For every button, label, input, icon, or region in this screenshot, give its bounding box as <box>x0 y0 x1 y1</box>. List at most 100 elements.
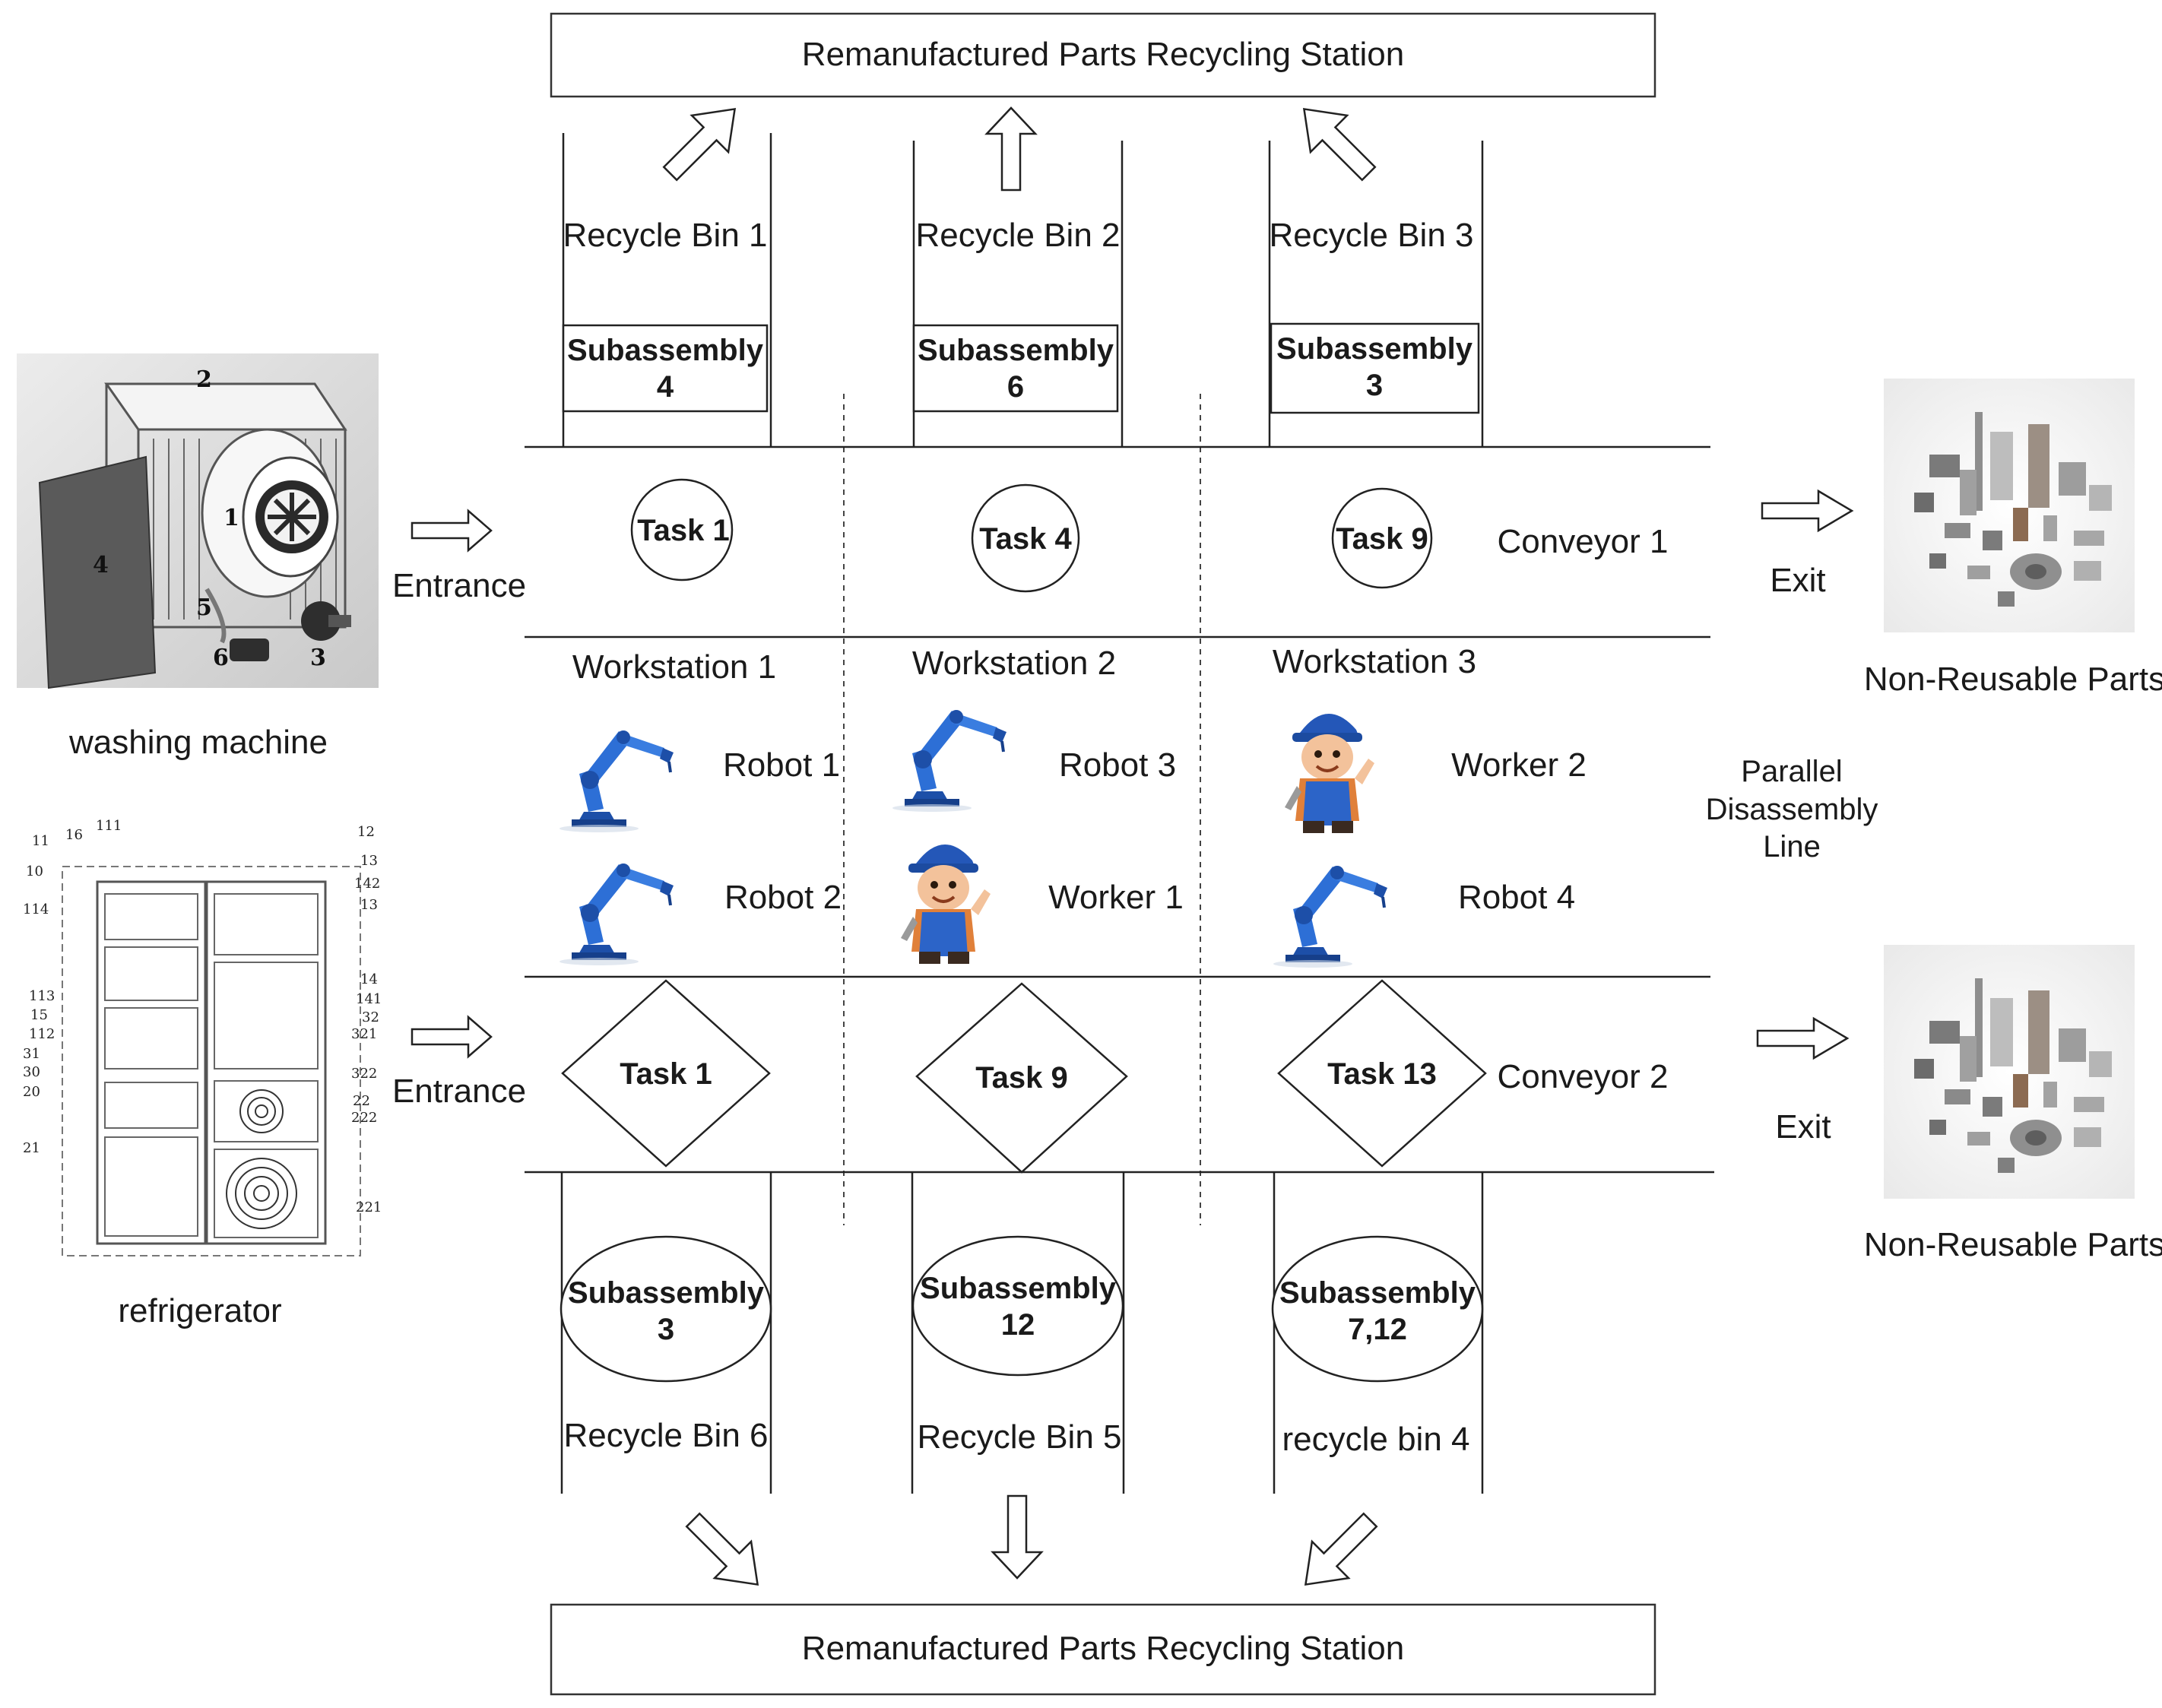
entrance-upper-label: Entrance <box>392 567 526 604</box>
top-bin-2: Recycle Bin 2 Subassembly 6 <box>912 217 1121 413</box>
conveyor-2-task-1: Task 1 <box>561 979 771 1168</box>
refrigerator-image: 111 16 11 10 114 113 15 112 31 30 20 21 … <box>12 818 385 1262</box>
top-recycling-station-label: Remanufactured Parts Recycling Station <box>802 36 1404 73</box>
workstation-1-title: Workstation 1 <box>572 648 776 686</box>
conveyor-2-task-13-label: Task 13 <box>1327 1057 1437 1091</box>
fridge-part-113: 113 <box>29 988 55 1004</box>
workstation-3-title: Workstation 3 <box>1273 643 1476 680</box>
non-reusable-lower-label: Non-Reusable Parts <box>1864 1226 2162 1263</box>
fridge-part-13b: 13 <box>360 897 378 913</box>
conveyor-2-task-13: Task 13 <box>1277 979 1487 1168</box>
parallel-line-label-2: Disassembly <box>1706 793 1878 826</box>
exit-lower-arrow <box>1756 1016 1850 1060</box>
bottom-bin-walls <box>560 1172 1484 1494</box>
fridge-part-322: 322 <box>351 1066 377 1082</box>
fridge-part-30: 30 <box>23 1064 40 1080</box>
robot-2-image <box>523 840 705 968</box>
washing-machine-label: washing machine <box>68 724 328 761</box>
conveyor-2-task-9: Task 9 <box>915 982 1128 1174</box>
robot-3-label: Robot 3 <box>1059 746 1176 784</box>
top-recycling-station-box <box>550 12 1656 98</box>
conveyor-1-rails <box>525 445 1710 639</box>
bin4-down-arrow <box>1304 1512 1378 1586</box>
worker-1-label: Worker 1 <box>1048 879 1184 916</box>
conveyor-1-label: Conveyor 1 <box>1497 523 1668 560</box>
wm-part-5: 5 <box>196 594 212 621</box>
recycle-bin-4-label: recycle bin 4 <box>1282 1421 1469 1458</box>
fridge-part-114: 114 <box>23 902 49 917</box>
non-reusable-parts-upper-image <box>1884 379 2135 632</box>
worker-2-image <box>1273 692 1382 839</box>
robot-3-image <box>856 686 1038 814</box>
bin2-up-arrow <box>984 106 1038 192</box>
top-bin-arrows <box>662 106 1377 192</box>
exit-upper-label: Exit <box>1770 562 1825 599</box>
fridge-part-13a: 13 <box>360 853 378 869</box>
recycle-bin-6-label: Recycle Bin 6 <box>563 1417 768 1454</box>
fridge-part-12: 12 <box>357 824 375 840</box>
bin3-up-arrow <box>1302 107 1377 182</box>
subassembly-4-number: 4 <box>657 370 674 404</box>
exit-upper-arrow <box>1761 489 1854 533</box>
conveyor-1-task-4-label: Task 4 <box>979 522 1072 556</box>
fridge-part-22: 22 <box>353 1093 370 1109</box>
fridge-part-221: 221 <box>356 1199 382 1215</box>
subassembly-4-box <box>562 324 769 413</box>
conveyor-2-task-1-label: Task 1 <box>620 1057 712 1091</box>
fridge-part-16: 16 <box>65 827 83 843</box>
robot-4-label: Robot 4 <box>1458 879 1575 916</box>
subassembly-6-box <box>912 324 1119 413</box>
bin1-up-arrow <box>662 107 737 182</box>
top-bin-3: Recycle Bin 3 Subassembly 3 <box>1269 217 1480 414</box>
subassembly-3-number: 3 <box>1366 369 1383 402</box>
bottom-bin-5: Subassembly 12 Recycle Bin 5 <box>911 1235 1124 1456</box>
fridge-part-141: 141 <box>356 991 382 1007</box>
robot-1-label: Robot 1 <box>723 746 840 784</box>
fridge-part-14: 14 <box>360 971 378 987</box>
bin6-down-arrow <box>685 1512 759 1586</box>
parallel-line-label-1: Parallel <box>1741 755 1842 788</box>
conveyor-1-task-4: Task 4 <box>971 483 1080 593</box>
subassembly-3-title: Subassembly <box>1276 332 1473 366</box>
parallel-line-label-3: Line <box>1763 830 1821 864</box>
conveyor-1-task-9-label: Task 9 <box>1336 522 1428 556</box>
fridge-part-142: 142 <box>354 876 380 892</box>
fridge-part-21: 21 <box>23 1140 40 1156</box>
worker-2-label: Worker 2 <box>1451 746 1587 784</box>
fridge-part-10: 10 <box>26 864 43 879</box>
worker-1-image <box>889 822 998 970</box>
entrance-upper-arrow <box>411 509 493 553</box>
bottom-bin-arrows <box>685 1494 1378 1586</box>
fridge-part-15: 15 <box>30 1007 48 1023</box>
conveyor-1-task-1: Task 1 <box>630 478 734 581</box>
robot-1-image <box>523 707 705 835</box>
bottom-subassembly-3-number: 3 <box>658 1313 674 1346</box>
wm-part-3: 3 <box>310 645 326 671</box>
washing-machine-image: 2 1 4 5 6 3 <box>17 353 379 689</box>
recycle-bin-3-label: Recycle Bin 3 <box>1269 217 1473 254</box>
conveyor-2-rails <box>525 975 1714 1174</box>
fridge-part-222: 222 <box>351 1110 377 1126</box>
bottom-bin-6: Subassembly 3 Recycle Bin 6 <box>560 1235 772 1454</box>
exit-lower-label: Exit <box>1775 1108 1831 1146</box>
bin5-down-arrow <box>991 1494 1044 1580</box>
subassembly-3-box <box>1270 322 1480 414</box>
recycle-bin-1-label: Recycle Bin 1 <box>563 217 767 254</box>
bottom-subassembly-12-number: 12 <box>1001 1308 1035 1342</box>
subassembly-6-title: Subassembly <box>918 334 1114 367</box>
robot-4-image <box>1237 842 1419 970</box>
fridge-part-11: 11 <box>32 833 49 849</box>
bottom-subassembly-7-12-number: 7,12 <box>1348 1313 1407 1346</box>
conveyor-1-task-9: Task 9 <box>1331 487 1433 589</box>
fridge-part-112: 112 <box>29 1026 55 1042</box>
entrance-lower-label: Entrance <box>392 1073 526 1110</box>
workstation-2-title: Workstation 2 <box>912 645 1116 682</box>
conveyor-2-task-9-label: Task 9 <box>975 1061 1068 1095</box>
bottom-recycling-station-box <box>550 1603 1656 1696</box>
recycle-bin-5-label: Recycle Bin 5 <box>917 1418 1121 1456</box>
bottom-bin-4: Subassembly 7,12 recycle bin 4 <box>1271 1235 1484 1458</box>
fridge-part-31: 31 <box>23 1046 40 1062</box>
conveyor-1-task-1-label: Task 1 <box>637 514 730 547</box>
fridge-part-20: 20 <box>23 1084 40 1100</box>
conveyor-2-label: Conveyor 2 <box>1497 1058 1668 1095</box>
